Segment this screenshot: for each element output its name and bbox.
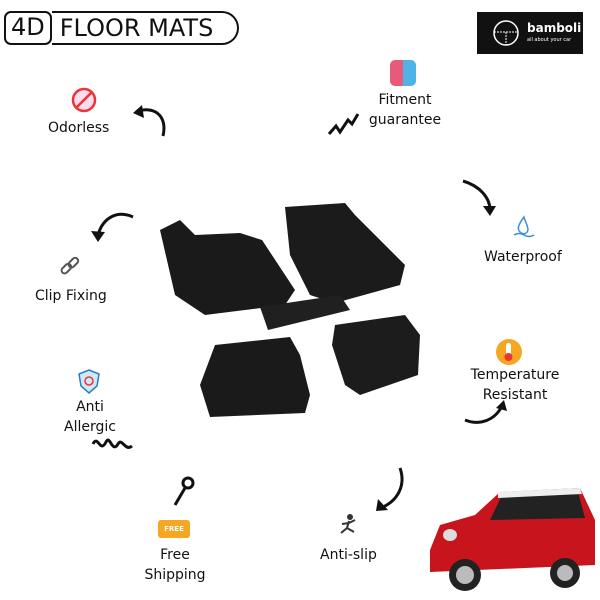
squiggle-arrow-icon bbox=[327, 113, 360, 135]
free-truck-icon: FREE bbox=[158, 520, 190, 538]
steering-wheel-icon bbox=[493, 20, 519, 46]
slipping-person-icon bbox=[340, 514, 356, 534]
label-clip-fixing: Clip Fixing bbox=[35, 288, 107, 304]
squiggle-arrow-icon bbox=[91, 438, 133, 449]
curved-arrow-icon bbox=[462, 179, 496, 216]
logo-brand: bamboli bbox=[527, 21, 582, 35]
badge-4d: 4D bbox=[4, 11, 52, 45]
temp-line1: Temperature bbox=[470, 367, 560, 383]
mat-rear-left bbox=[200, 337, 310, 417]
no-odor-icon bbox=[71, 87, 97, 113]
label-anti-slip: Anti-slip bbox=[320, 547, 377, 563]
label-odorless: Odorless bbox=[48, 120, 110, 136]
ship-line2: Shipping bbox=[144, 567, 206, 583]
shield-hands-icon bbox=[78, 369, 100, 394]
title-badge: 4D FLOOR MATS bbox=[4, 10, 240, 46]
temp-line2: Resistant bbox=[482, 387, 548, 403]
label-fitment: Fitment guarantee bbox=[360, 90, 450, 130]
ship-line1: Free bbox=[160, 547, 190, 563]
curved-arrow-icon bbox=[464, 400, 507, 424]
fitment-line2: guarantee bbox=[368, 112, 442, 128]
car-image bbox=[430, 488, 595, 591]
curved-arrow-icon bbox=[91, 212, 134, 242]
mat-rear-right bbox=[332, 315, 420, 395]
chain-link-icon bbox=[60, 256, 80, 275]
mat-front-left bbox=[160, 220, 295, 315]
bamboli-logo: bamboli all about your car bbox=[477, 12, 583, 54]
label-waterproof: Waterproof bbox=[484, 249, 562, 265]
anti-line2: Allergic bbox=[64, 419, 116, 435]
curved-arrow-icon bbox=[133, 105, 166, 137]
puzzle-icon bbox=[390, 60, 416, 86]
mat-front-right bbox=[285, 203, 405, 303]
water-drop-icon bbox=[513, 215, 535, 238]
thermometer-icon bbox=[496, 339, 522, 365]
anti-line1: Anti bbox=[76, 399, 104, 415]
fitment-line1: Fitment bbox=[378, 92, 432, 108]
squiggle-arrow-icon bbox=[173, 476, 195, 506]
mat-rear-tunnel bbox=[260, 295, 350, 330]
logo-tagline: all about your car bbox=[527, 37, 572, 43]
badge-title: FLOOR MATS bbox=[51, 11, 240, 45]
floor-mats-image bbox=[160, 203, 420, 417]
curved-arrow-icon bbox=[376, 467, 404, 511]
